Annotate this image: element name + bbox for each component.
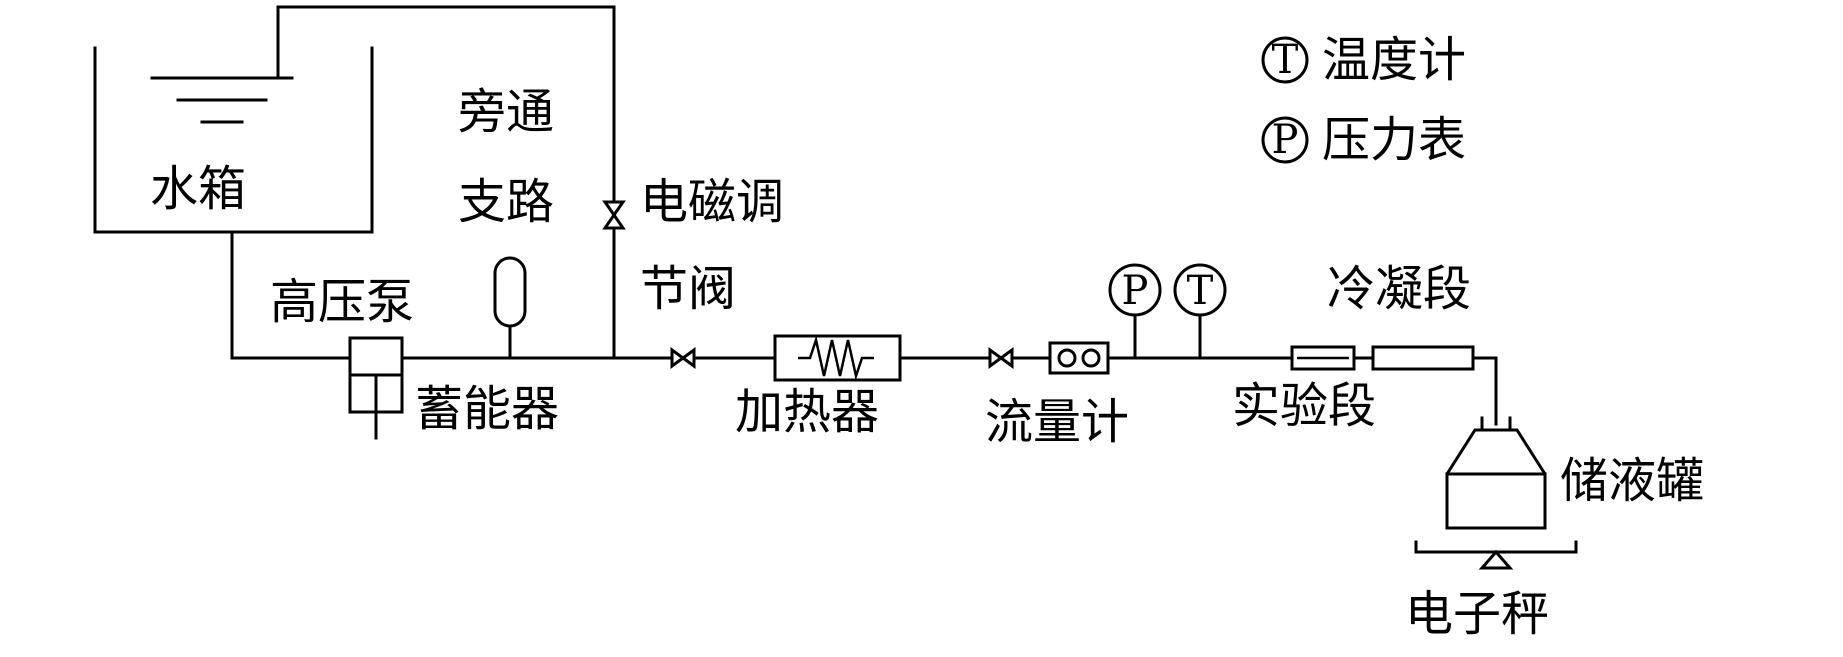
storage-tank-label: 储液罐 [1560,453,1704,509]
valve-2 [988,347,1014,369]
pressure-gauge [1108,263,1162,360]
pressure-gauge-symbol: P [1122,268,1149,314]
legend-pressure-gauge-label: 压力表 [1322,112,1466,168]
bypass-label-line1: 旁通 [458,84,554,140]
return-pipe [276,5,616,202]
legend-thermometer-label: 温度计 [1322,32,1466,88]
test-section-label: 实验段 [1232,378,1376,434]
condensing-section-label: 冷凝段 [1327,261,1471,317]
legend-thermometer-symbol: T [1272,37,1299,83]
heater [773,334,902,382]
high-pressure-pump-label: 高压泵 [270,274,414,330]
water-tank-label: 水箱 [150,161,246,217]
solenoid-valve-label-line1: 电磁调 [640,174,784,230]
legend-thermometer: T 温度计 [1261,32,1466,88]
storage-tank [1445,416,1547,530]
tank-outlet-pipe [230,230,352,360]
high-pressure-pump [348,336,404,440]
bypass-valve [602,200,626,230]
thermometer-symbol: T [1187,268,1214,314]
flowmeter [1048,341,1110,375]
electronic-scale-label: 电子秤 [1405,586,1549,642]
legend-pressure-gauge-symbol: P [1272,117,1299,163]
solenoid-regulating-valve [670,347,696,369]
legend-pressure-gauge: P 压力表 [1261,112,1466,168]
thermometer [1173,263,1227,360]
accumulator [493,256,527,360]
solenoid-valve-label-line2: 节阀 [640,261,736,317]
condensing-section [1371,345,1475,371]
flowmeter-label: 流量计 [985,394,1129,450]
bypass-label-line2: 支路 [458,174,554,230]
heater-label: 加热器 [735,384,879,440]
test-section [1290,345,1356,371]
pipe-to-storage-tank [1471,356,1498,426]
legend: T 温度计 P 压力表 [1261,32,1466,168]
electronic-scale [1414,540,1578,570]
accumulator-label: 蓄能器 [415,381,559,437]
